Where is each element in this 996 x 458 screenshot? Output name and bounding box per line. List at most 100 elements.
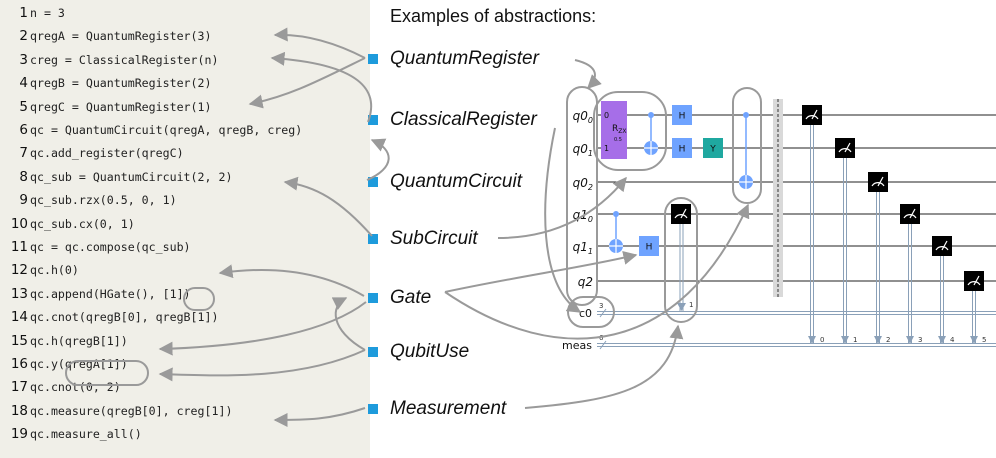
measure-index: 0 bbox=[820, 336, 824, 344]
qubit-index: 2 bbox=[588, 183, 593, 192]
size-label: 3 bbox=[599, 302, 603, 310]
code-text: n = 3 bbox=[30, 6, 65, 20]
measure-gate-arc bbox=[903, 214, 917, 219]
measure-gate-needle bbox=[973, 275, 980, 286]
line-number: 10 bbox=[10, 215, 28, 232]
code-text: qc.measure(qregB[0], creg[1]) bbox=[30, 403, 233, 418]
line-number: 4 bbox=[19, 75, 28, 92]
classical-label: c0 bbox=[579, 307, 592, 320]
arrow bbox=[497, 176, 627, 239]
bullet-icon bbox=[368, 293, 378, 303]
code-text: qc.h(qregB[1]) bbox=[30, 333, 128, 348]
measure-gate bbox=[835, 138, 855, 158]
measure-index: 1 bbox=[853, 336, 857, 344]
bullet-icon bbox=[368, 347, 378, 357]
line-number: 1 bbox=[19, 5, 28, 21]
subcircuit-highlight bbox=[593, 91, 667, 171]
measure-gate bbox=[868, 172, 888, 192]
measure-gate-arc bbox=[805, 115, 819, 120]
code-text: qc_sub.cx(0, 1) bbox=[30, 216, 135, 231]
qubit-index: 1 bbox=[588, 149, 593, 158]
line-number: 6 bbox=[19, 122, 28, 138]
measure-gate-needle bbox=[680, 208, 687, 219]
code-text: qc.cnot(0, 2) bbox=[30, 380, 121, 395]
line-number: 11 bbox=[10, 239, 28, 255]
rzx-gate bbox=[601, 101, 627, 159]
arrow bbox=[283, 176, 373, 237]
arrow bbox=[158, 349, 366, 382]
cnot-sub-control bbox=[648, 112, 654, 118]
size-slash bbox=[599, 308, 607, 318]
measure-arrow bbox=[938, 336, 946, 344]
classical-label: meas bbox=[562, 339, 592, 352]
measure-gate-needle bbox=[941, 240, 948, 251]
arrow bbox=[544, 127, 582, 313]
measure-gate bbox=[671, 204, 691, 224]
arrow bbox=[273, 27, 366, 59]
code-text: qregA = QuantumRegister(3) bbox=[30, 29, 212, 44]
register-highlight bbox=[566, 86, 598, 306]
bullet-icon bbox=[368, 404, 378, 414]
measure-gate-needle bbox=[877, 176, 884, 187]
code-highlight bbox=[183, 287, 215, 311]
qubit-label: q11 bbox=[573, 240, 593, 256]
size-label: 6 bbox=[599, 334, 604, 342]
line-number: 16 bbox=[10, 356, 28, 372]
h-gate bbox=[672, 138, 692, 158]
measure-gate-arc bbox=[674, 214, 688, 219]
arrow bbox=[331, 297, 366, 351]
rzx-top-index: 0 bbox=[604, 111, 609, 120]
measure-gate-arc bbox=[935, 246, 949, 251]
arrow bbox=[524, 324, 684, 409]
bullet-icon bbox=[368, 177, 378, 187]
line-number: 3 bbox=[19, 51, 28, 68]
measure-arrow bbox=[906, 336, 914, 344]
heading: Examples of abstractions: bbox=[390, 6, 597, 26]
code-text: creg = ClassicalRegister(n) bbox=[30, 52, 219, 67]
line-number: 9 bbox=[19, 192, 28, 209]
measure-arrow bbox=[677, 303, 686, 311]
abstraction-label: Gate bbox=[390, 287, 432, 308]
h-gate bbox=[639, 236, 659, 256]
line-number: 15 bbox=[10, 332, 28, 349]
bullet-icon bbox=[368, 54, 378, 64]
line-number: 13 bbox=[10, 285, 28, 302]
line-number: 7 bbox=[19, 145, 28, 162]
code-text: qregB = QuantumRegister(2) bbox=[30, 76, 212, 91]
code-text: qc.add_register(qregC) bbox=[30, 146, 184, 161]
measure-gate-arc bbox=[967, 281, 981, 286]
measure-gate-needle bbox=[844, 142, 851, 153]
measure-index: 3 bbox=[918, 336, 922, 344]
qubit-label: q2 bbox=[578, 275, 593, 289]
arrow bbox=[574, 59, 602, 89]
arrow bbox=[218, 264, 365, 297]
abstraction-label: QuantumRegister bbox=[390, 48, 539, 69]
measure-gate-needle bbox=[811, 109, 818, 120]
y-gate-label: Y bbox=[709, 145, 716, 155]
abstraction-label: QubitUse bbox=[390, 341, 470, 362]
arrow bbox=[444, 251, 638, 293]
measure-gate bbox=[802, 105, 822, 125]
arrow bbox=[270, 51, 373, 123]
measure-gate bbox=[900, 204, 920, 224]
h-gate-label: H bbox=[679, 112, 686, 122]
qubit-label: q02 bbox=[573, 176, 593, 192]
qubit-index: 0 bbox=[588, 215, 593, 224]
measure-arrow bbox=[808, 336, 816, 344]
measure-gate bbox=[964, 271, 984, 291]
abstraction-label: QuantumCircuit bbox=[390, 171, 522, 192]
h-gate-label: H bbox=[646, 243, 653, 253]
cnot-02-control bbox=[743, 112, 749, 118]
